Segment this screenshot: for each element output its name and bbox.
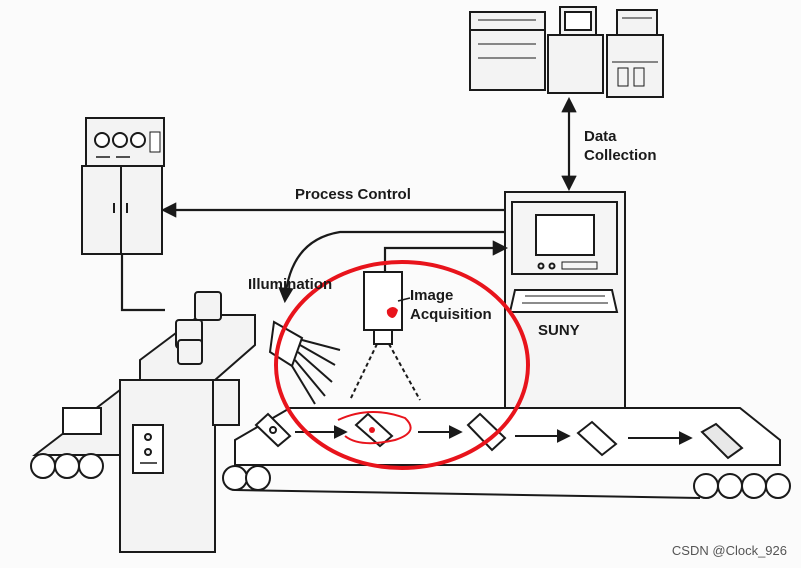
- highlight-part-dot: [369, 427, 375, 433]
- suny-label: SUNY: [538, 322, 580, 339]
- data-collection-terminals: [469, 6, 664, 98]
- cabinet-to-machine-line: [120, 254, 165, 312]
- suny-computer: [504, 191, 626, 411]
- data-collection-label-line2: Collection: [584, 147, 657, 164]
- feeder-machine: [119, 291, 256, 553]
- illumination-lamp: [268, 320, 341, 405]
- data-collection-label: Data Collection: [584, 127, 657, 165]
- highlight-dot: [386, 307, 398, 318]
- camera: [349, 271, 421, 401]
- highlight-part-mark: [337, 410, 412, 445]
- image-acquisition-label: Image Acquisition: [410, 286, 492, 324]
- image-acquisition-label-line1: Image: [410, 287, 454, 304]
- illumination-control-line: [278, 230, 505, 304]
- process-control-cabinet: [81, 117, 165, 255]
- data-collection-label-line1: Data: [584, 128, 617, 145]
- watermark: CSDN @Clock_926: [671, 543, 787, 558]
- image-acquisition-label-line2: Acquisition: [410, 306, 492, 323]
- illumination-label: Illumination: [248, 276, 333, 293]
- process-control-label: Process Control: [295, 186, 411, 203]
- highlight-circle: [274, 260, 530, 470]
